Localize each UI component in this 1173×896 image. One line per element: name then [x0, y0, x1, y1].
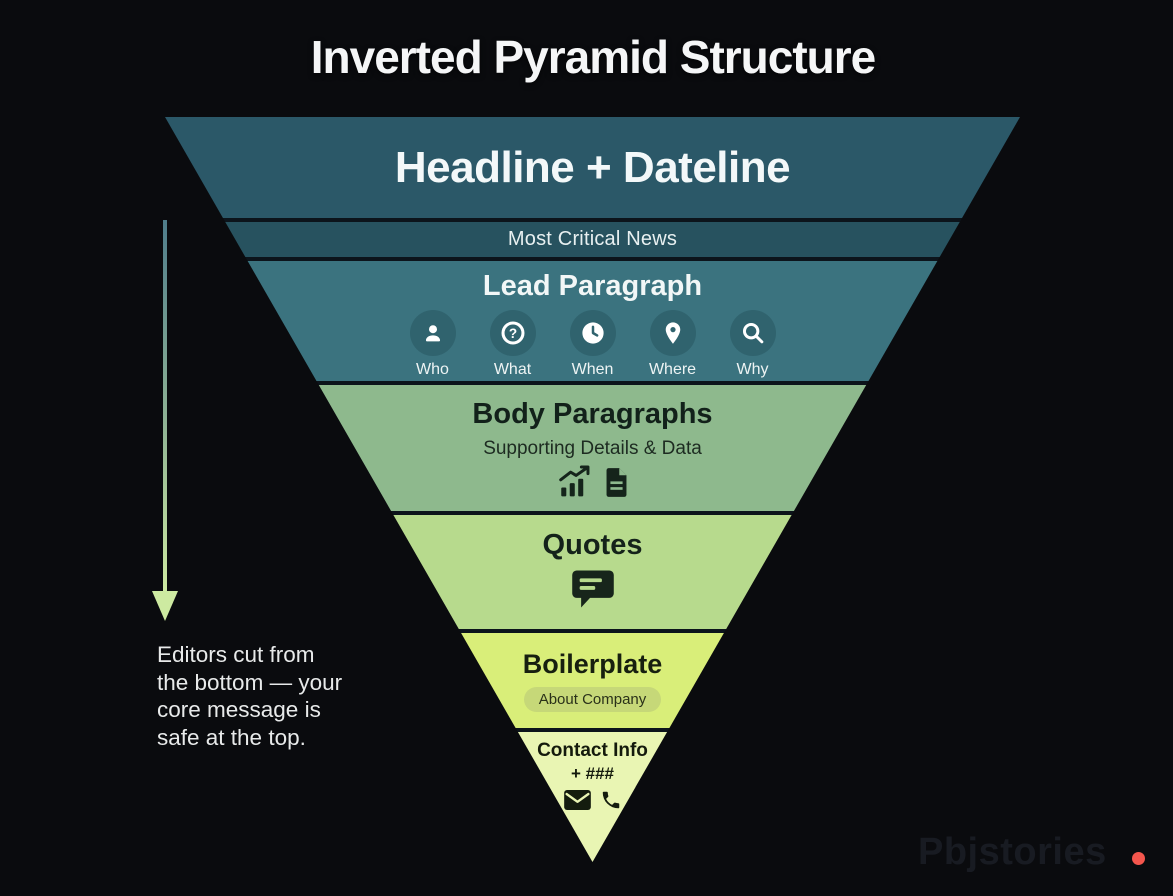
editor-cut-arrow-head	[152, 591, 178, 621]
level-body-label: Body Paragraphs	[472, 398, 713, 430]
w5-label: When	[571, 361, 614, 378]
level-most-critical-news: Most Critical News	[165, 222, 1020, 257]
speech-bubble-icon	[570, 568, 616, 610]
editor-cut-annotation: Editors cut from the bottom — your core …	[157, 641, 397, 751]
level-body-sublabel: Supporting Details & Data	[483, 438, 702, 459]
bar-chart-icon	[556, 465, 594, 498]
level-body-paragraphs: Body Paragraphs Supporting Details & Dat…	[165, 385, 1020, 511]
annotation-line: core message is	[157, 697, 321, 722]
phone-icon	[600, 789, 622, 811]
level-contact-sublabel: + ###	[570, 764, 614, 783]
band-divider	[165, 511, 1020, 515]
search-icon	[729, 310, 776, 356]
level-lead-paragraph: Lead Paragraph Who ? What	[165, 261, 1020, 381]
watermark-text: Pbjstories	[918, 831, 1107, 873]
level-headline-dateline: Headline + Dateline	[165, 117, 1020, 218]
person-icon	[409, 310, 456, 356]
page-title: Inverted Pyramid Structure	[310, 31, 877, 83]
w5-item-why: Why	[729, 310, 776, 379]
band-divider	[165, 381, 1020, 385]
location-pin-icon	[649, 310, 696, 356]
document-icon	[604, 467, 629, 498]
level-boilerplate-label: Boilerplate	[522, 649, 663, 679]
editor-cut-arrow-line	[163, 220, 167, 592]
about-company-pill: About Company	[523, 687, 662, 712]
body-icons-row	[556, 465, 629, 498]
level-critical-label: Most Critical News	[507, 228, 678, 250]
band-divider	[165, 257, 1020, 261]
mail-icon	[563, 790, 591, 810]
level-quotes: Quotes	[165, 515, 1020, 629]
annotation-line: the bottom — your	[157, 669, 343, 695]
w5-label: What	[493, 361, 532, 378]
clock-icon	[569, 310, 616, 356]
w5-label: Why	[736, 361, 769, 378]
band-divider	[165, 629, 1020, 633]
w5-item-who: Who	[409, 310, 456, 379]
level-lead-label: Lead Paragraph	[482, 270, 703, 302]
level-quotes-label: Quotes	[542, 529, 643, 561]
level-contact-info: Contact Info + ###	[165, 732, 1020, 862]
watermark-dot	[1132, 852, 1145, 865]
w5-item-what: ? What	[489, 310, 536, 379]
contact-icons-row	[563, 789, 622, 811]
w5-label: Where	[648, 361, 697, 378]
level-contact-label: Contact Info	[537, 740, 648, 761]
band-divider	[165, 728, 1020, 732]
level-headline-label: Headline + Dateline	[394, 142, 791, 192]
w5-item-where: Where	[648, 310, 697, 379]
annotation-line: Editors cut from	[157, 642, 315, 667]
svg-text:?: ?	[508, 326, 516, 341]
band-divider	[165, 218, 1020, 222]
w5-label: Who	[416, 361, 449, 378]
w5-item-when: When	[569, 310, 616, 379]
five-w-row: Who ? What When	[409, 310, 776, 379]
annotation-line: safe at the top.	[157, 724, 306, 750]
question-icon: ?	[489, 310, 536, 356]
